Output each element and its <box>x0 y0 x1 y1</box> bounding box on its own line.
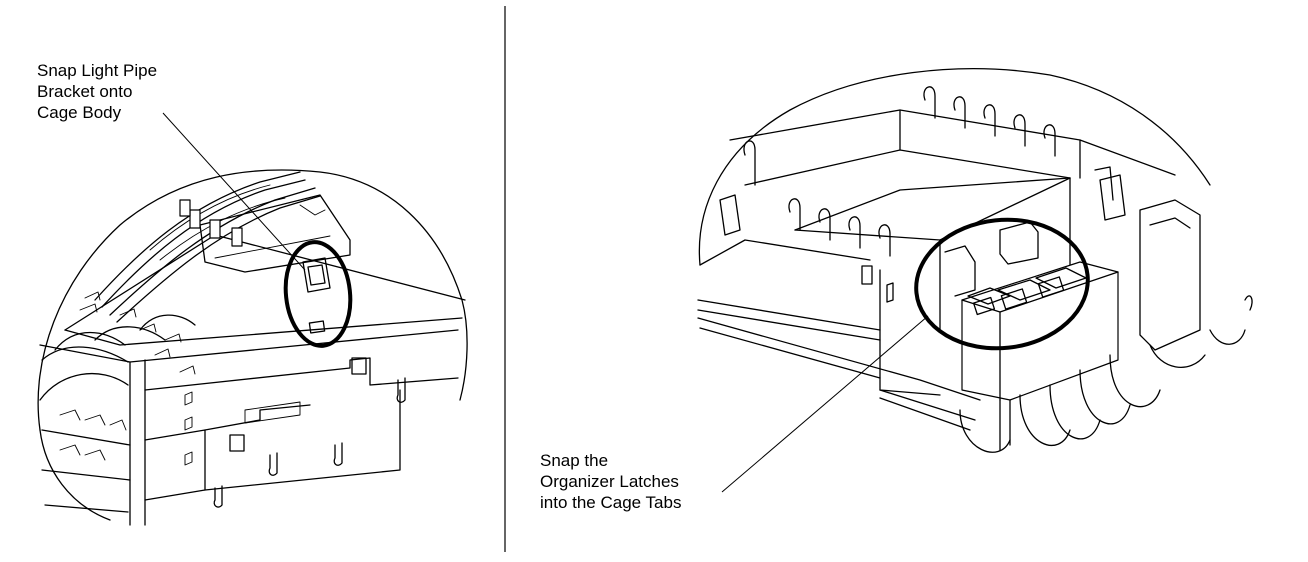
right-leader-line <box>721 315 929 493</box>
bracket-snap-window <box>302 257 331 293</box>
organizer-latch-block <box>961 261 1119 451</box>
organizer-base-rails <box>697 299 881 331</box>
left-leader-line <box>162 112 306 271</box>
left-highlight-ellipse <box>283 240 353 348</box>
light-pipe-bracket <box>199 194 351 273</box>
right-organizer-assembly <box>697 68 1253 493</box>
fiber-loops <box>959 295 1253 453</box>
right-highlight-ellipse <box>914 217 1090 351</box>
left-callout-label: Snap Light Pipe Bracket onto Cage Body <box>37 61 158 122</box>
cage-press-fit-pins <box>213 377 406 508</box>
left-cage-assembly <box>37 112 468 526</box>
cage-port-openings <box>39 314 196 513</box>
cage-tab-left <box>944 245 976 297</box>
left-detail-boundary <box>37 169 468 431</box>
right-callout-label: Snap the Organizer Latches into the Cage… <box>540 451 682 512</box>
organizer-cage-top <box>729 109 1176 176</box>
light-pipes <box>94 171 321 323</box>
right-detail-boundary <box>698 68 1211 266</box>
organizer-right-post <box>1139 199 1201 351</box>
cage-spring-fingers <box>743 86 1056 257</box>
cage-top-tabs <box>79 291 196 375</box>
